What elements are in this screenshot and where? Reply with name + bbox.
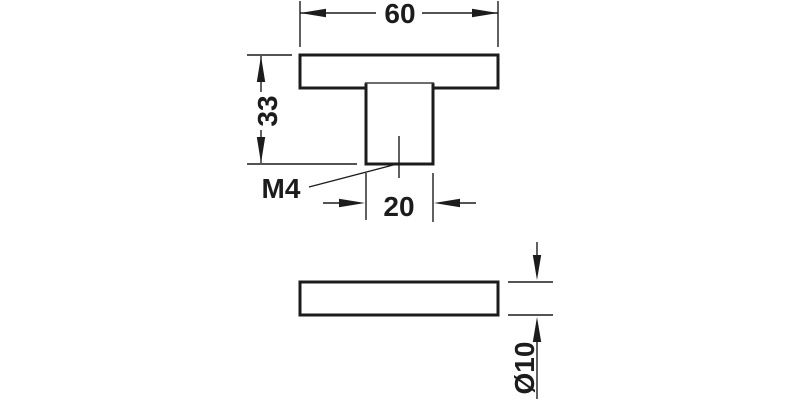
side-view bbox=[298, 280, 500, 317]
leader-line bbox=[308, 163, 398, 188]
arrowhead-left-icon bbox=[300, 8, 326, 18]
dim-bar-length-label: 60 bbox=[384, 0, 415, 29]
arrowhead-down-icon bbox=[256, 137, 266, 163]
dim-bar-diameter-label: Ø10 bbox=[509, 342, 540, 395]
arrowhead-up-icon bbox=[532, 317, 542, 342]
arrowhead-down-icon bbox=[532, 255, 542, 280]
front-view bbox=[298, 53, 500, 178]
side-view-bar-outline bbox=[298, 280, 500, 317]
arrowhead-up-icon bbox=[256, 56, 266, 82]
dim-bar-diameter: Ø10 bbox=[508, 242, 553, 399]
thread-callout: M4 bbox=[262, 163, 398, 204]
dim-overall-height: 33 bbox=[247, 54, 357, 165]
dim-overall-height-label: 33 bbox=[252, 95, 283, 126]
arrowhead-left-icon bbox=[434, 198, 460, 208]
thread-label: M4 bbox=[262, 173, 301, 204]
dim-bar-length: 60 bbox=[299, 0, 499, 47]
arrowhead-right-icon bbox=[339, 198, 365, 208]
dim-stem-width: 20 bbox=[323, 173, 476, 222]
dim-stem-width-label: 20 bbox=[383, 191, 414, 222]
arrowhead-right-icon bbox=[472, 8, 498, 18]
